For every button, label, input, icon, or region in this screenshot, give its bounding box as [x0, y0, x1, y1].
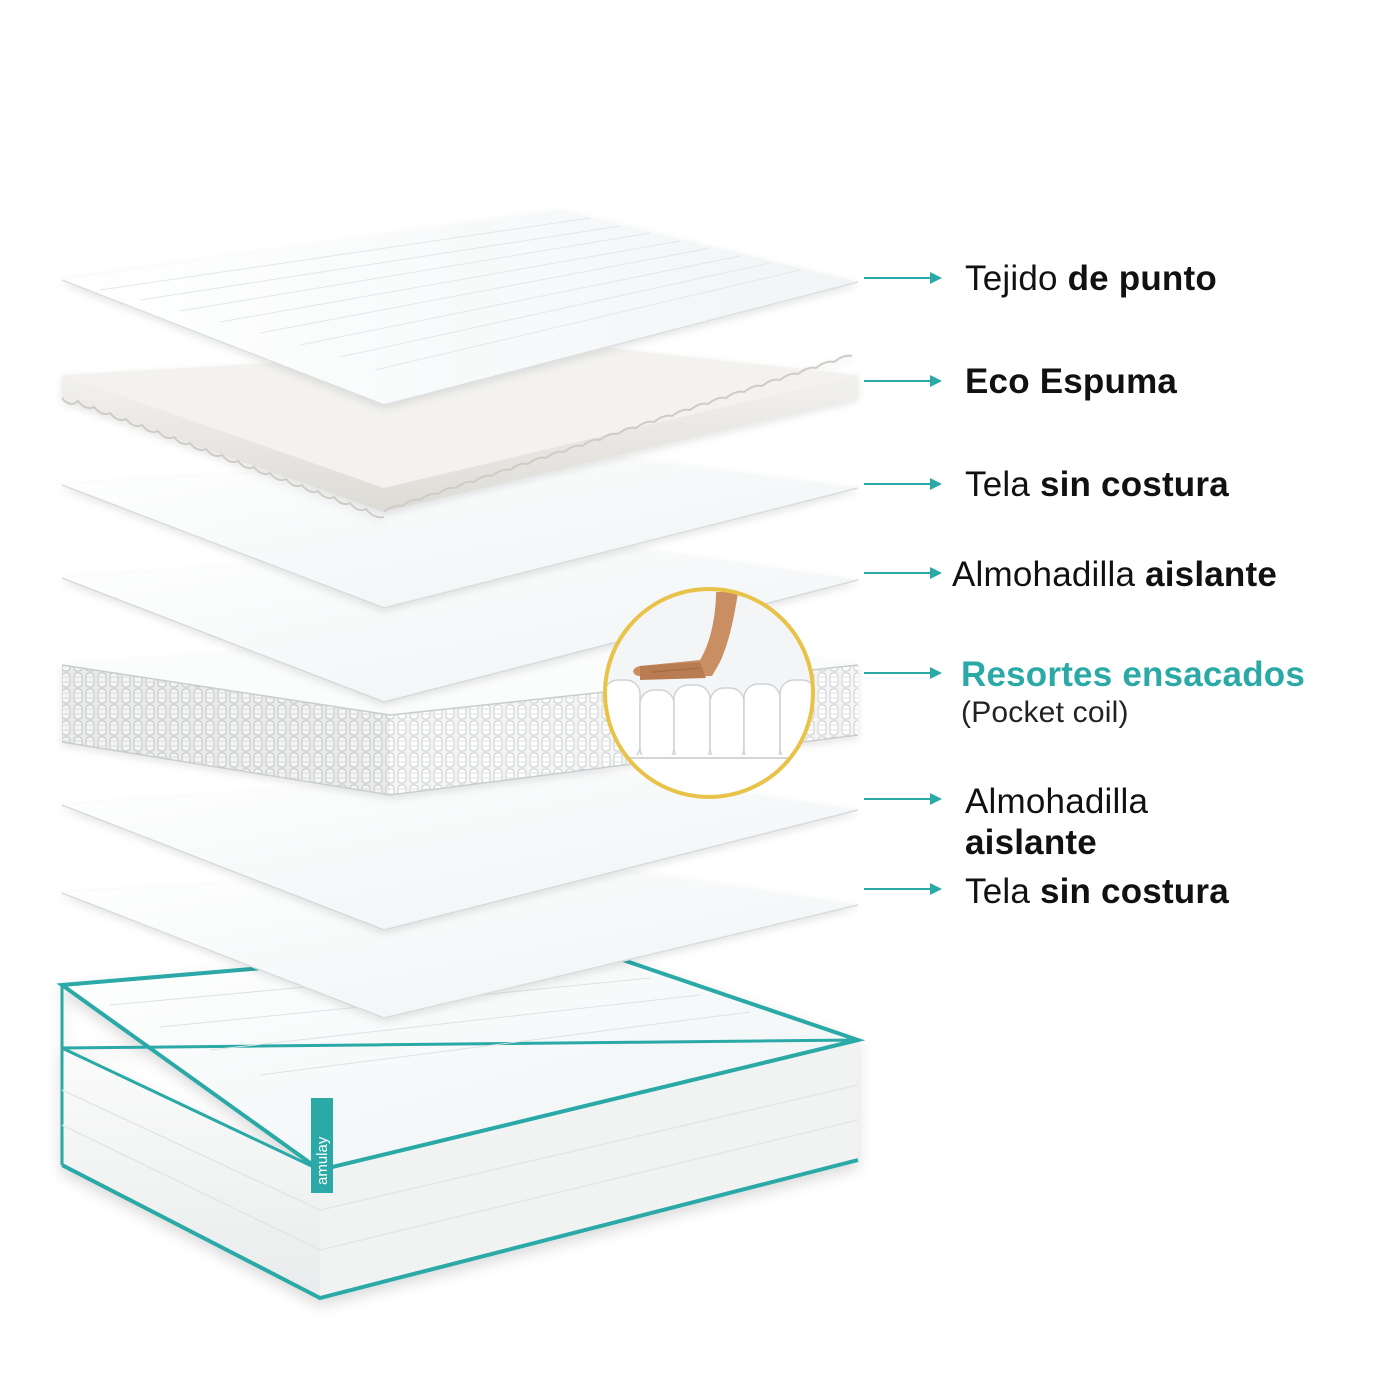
base-mattress: amulay — [56, 939, 866, 1301]
brand-label: amulay — [314, 1136, 331, 1185]
label-almohadilla-2-bold: aislante — [965, 822, 1097, 862]
label-tejido-normal: Tejido — [965, 259, 1068, 298]
label-eco: Eco Espuma — [965, 362, 1177, 403]
arrow-tejido — [864, 271, 942, 285]
arrow-eco — [864, 374, 942, 388]
label-almohadilla-2: Almohadilla aislante — [965, 782, 1148, 863]
layer-tejido — [61, 210, 859, 406]
label-tejido-bold: de punto — [1067, 259, 1217, 298]
label-tela-1-normal: Tela — [965, 465, 1040, 504]
label-tela-2: Tela sin costura — [965, 872, 1229, 913]
label-tela-2-bold: sin costura — [1039, 872, 1229, 911]
label-tejido: Tejido de punto — [965, 259, 1217, 300]
label-almohadilla-1-normal: Almohadilla — [952, 555, 1146, 594]
label-almohadilla-1: Almohadilla aislante — [952, 555, 1277, 596]
label-eco-bold: Eco Espuma — [965, 362, 1178, 401]
label-tela-2-normal: Tela — [965, 872, 1040, 911]
layer-eco-espuma — [61, 345, 858, 519]
label-tela-1: Tela sin costura — [965, 465, 1229, 506]
label-resortes-title: Resortes ensacados — [961, 655, 1306, 694]
arrow-resortes — [864, 666, 942, 680]
label-almohadilla-1-bold: aislante — [1145, 555, 1278, 594]
label-almohadilla-2-normal: Almohadilla — [965, 782, 1149, 821]
label-tela-1-bold: sin costura — [1039, 465, 1229, 504]
layer-tela-1 — [61, 452, 859, 609]
arrow-almohadilla-1 — [864, 566, 942, 580]
layer-tela-2 — [61, 865, 859, 1019]
arrow-tela-1 — [864, 477, 942, 491]
layer-almohadilla-2 — [61, 770, 859, 931]
arrow-almohadilla-2 — [864, 792, 942, 806]
label-resortes: Resortes ensacados (Pocket coil) — [961, 655, 1305, 730]
label-resortes-subtitle: (Pocket coil) — [961, 695, 1129, 729]
arrow-tela-2 — [864, 882, 942, 896]
